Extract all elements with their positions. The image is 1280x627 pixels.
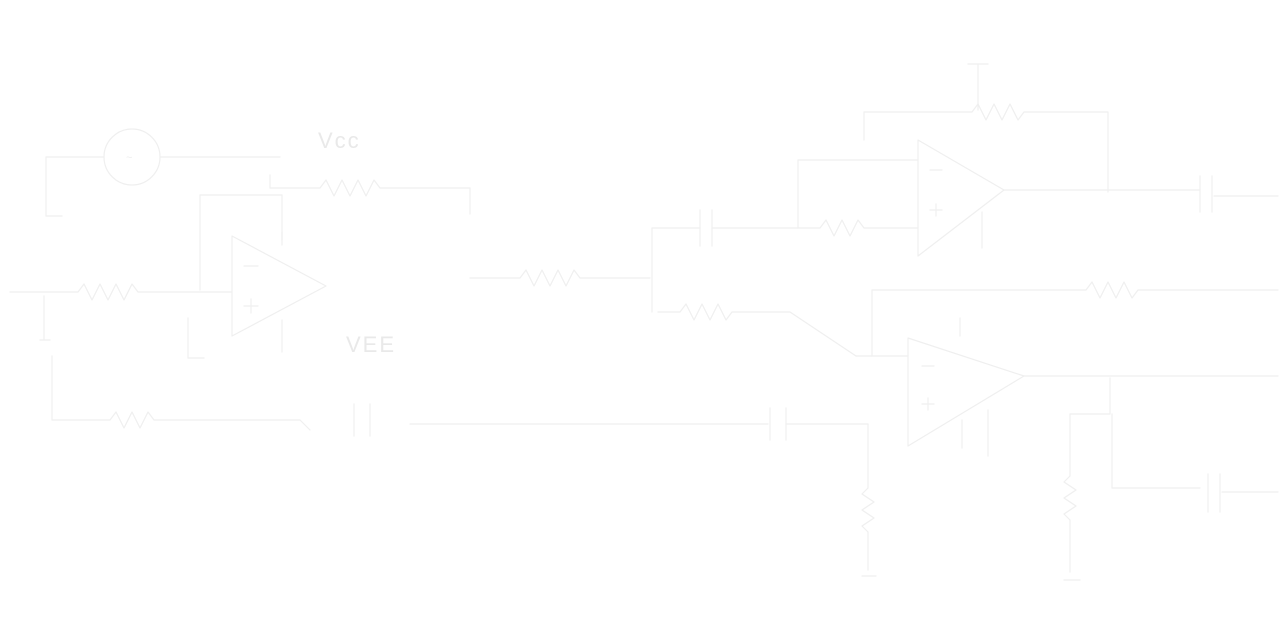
- input-resistor: [9, 283, 233, 359]
- vcc-label: Vcc: [318, 128, 361, 153]
- ground-resistor-left: [861, 423, 877, 577]
- ground-resistor-right: [1063, 377, 1279, 581]
- vee-label: VEE: [346, 332, 396, 357]
- input-source: ~: [45, 128, 281, 217]
- bottom-feedback-line: [51, 355, 869, 441]
- opamp-3: [855, 281, 1279, 457]
- series-resistor-mid: [469, 209, 857, 357]
- opamp-1: [231, 231, 327, 353]
- opamp-2: [797, 63, 1279, 257]
- resistor-feedback-top: [199, 174, 471, 291]
- svg-text:~: ~: [126, 152, 132, 164]
